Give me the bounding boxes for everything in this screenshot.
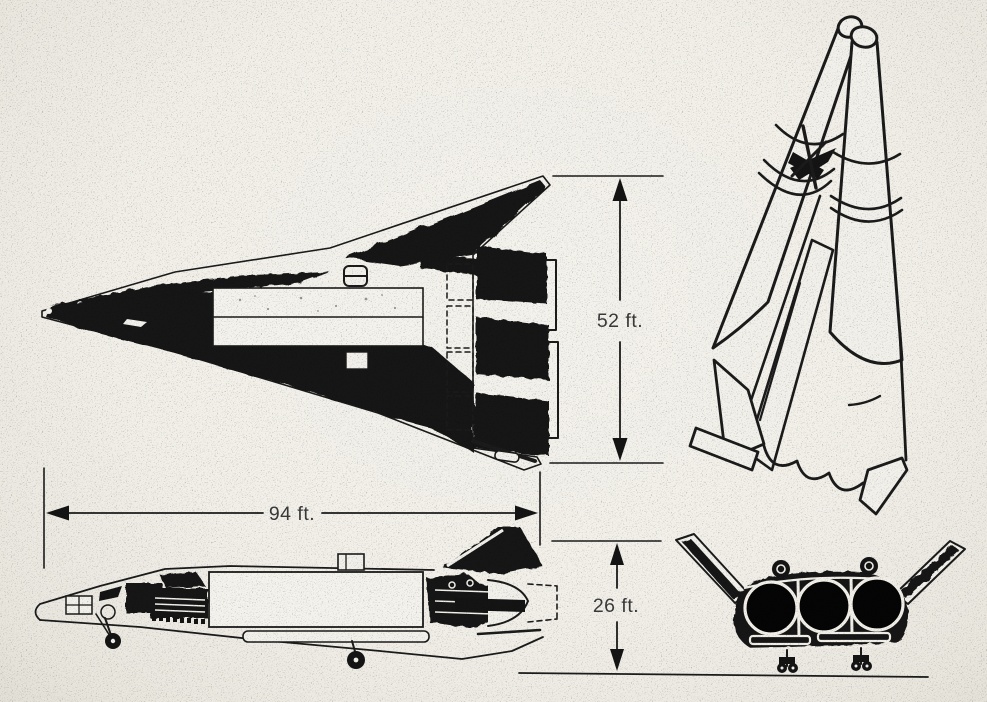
spacecraft-three-view-diagram: 52 ft. 94 ft. 26 ft. xyxy=(0,0,987,702)
paper-grain-overlay xyxy=(0,0,987,702)
figure-canvas: 52 ft. 94 ft. 26 ft. xyxy=(0,0,987,702)
